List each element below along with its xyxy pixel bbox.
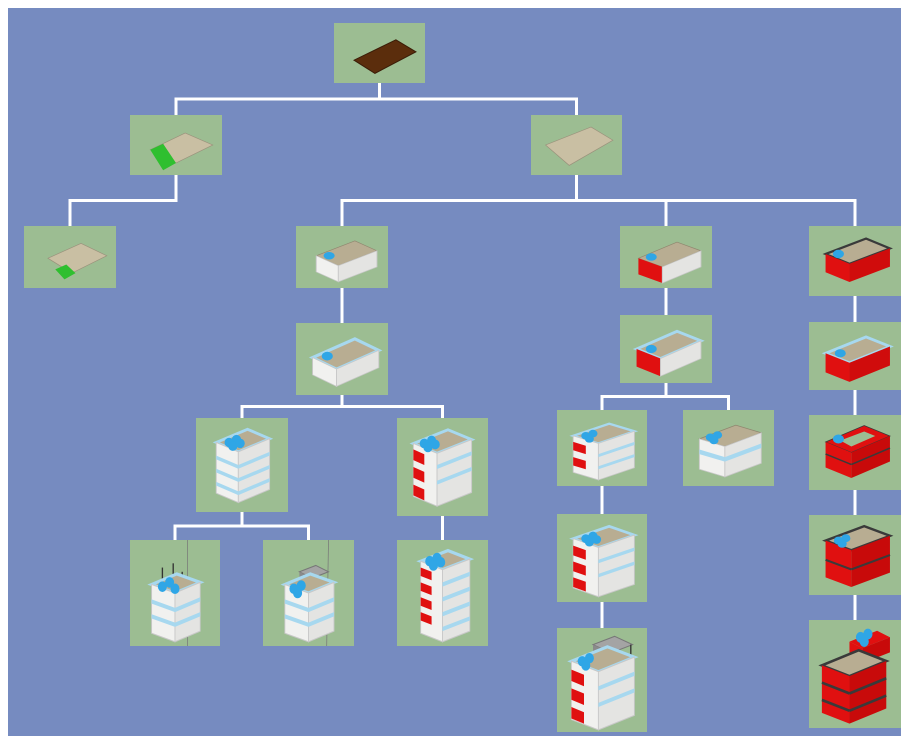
tree-node[interactable]	[196, 418, 288, 512]
plain-lot-model	[544, 126, 614, 166]
tree-node[interactable]	[683, 410, 774, 486]
tree-node[interactable]	[397, 418, 488, 516]
tree-node[interactable]	[809, 322, 901, 390]
tree-node[interactable]	[263, 540, 354, 646]
tree-node[interactable]	[620, 226, 712, 288]
red-side-tower-with-rooftop-structure-model	[567, 635, 639, 731]
design-tree-canvas	[8, 8, 901, 736]
three-storey-red-side-tower-model	[569, 422, 639, 481]
red-side-block-with-glass-frame-model	[632, 329, 705, 377]
white-one-storey-block-model	[315, 240, 378, 283]
lot-with-green-corner-model	[47, 242, 108, 280]
empty-soil-lot-model	[352, 39, 417, 74]
red-courtyard-block-model	[824, 425, 891, 478]
tree-node[interactable]	[531, 115, 622, 175]
tree-node[interactable]	[557, 514, 647, 602]
tree-node[interactable]	[24, 226, 116, 288]
tree-node[interactable]	[334, 23, 425, 83]
white-tower-with-red-panels-model	[409, 428, 476, 507]
two-storey-red-tower-model	[822, 524, 894, 587]
tree-node[interactable]	[130, 540, 220, 646]
lot-with-green-strip-model	[149, 132, 214, 171]
tree-node[interactable]	[397, 540, 488, 646]
tree-node[interactable]	[620, 315, 712, 383]
red-block-with-dark-frame-model	[822, 237, 893, 282]
tree-node[interactable]	[296, 226, 388, 288]
tree-node[interactable]	[557, 628, 647, 732]
four-storey-red-side-tower-model	[569, 524, 639, 598]
tree-node[interactable]	[130, 115, 222, 175]
red-block-with-glass-frame-model	[821, 335, 894, 382]
tree-edges	[68, 81, 857, 630]
tree-node[interactable]	[809, 415, 901, 490]
stepped-red-tower-model	[818, 628, 890, 724]
tree-node[interactable]	[809, 620, 901, 728]
white-tower-with-antennas-model	[147, 540, 205, 646]
block-with-red-side-model	[637, 241, 702, 284]
tree-node[interactable]	[296, 323, 388, 395]
tree-node[interactable]	[557, 410, 647, 486]
tree-node[interactable]	[809, 515, 901, 595]
white-four-storey-tower-model	[212, 427, 274, 504]
tree-node[interactable]	[809, 226, 901, 296]
six-storey-tower-with-red-panels-model	[416, 548, 475, 643]
two-storey-glass-band-block-model	[698, 424, 763, 478]
white-block-with-glass-frame-model	[308, 337, 383, 388]
white-tower-with-rooftop-structure-model	[280, 540, 339, 646]
